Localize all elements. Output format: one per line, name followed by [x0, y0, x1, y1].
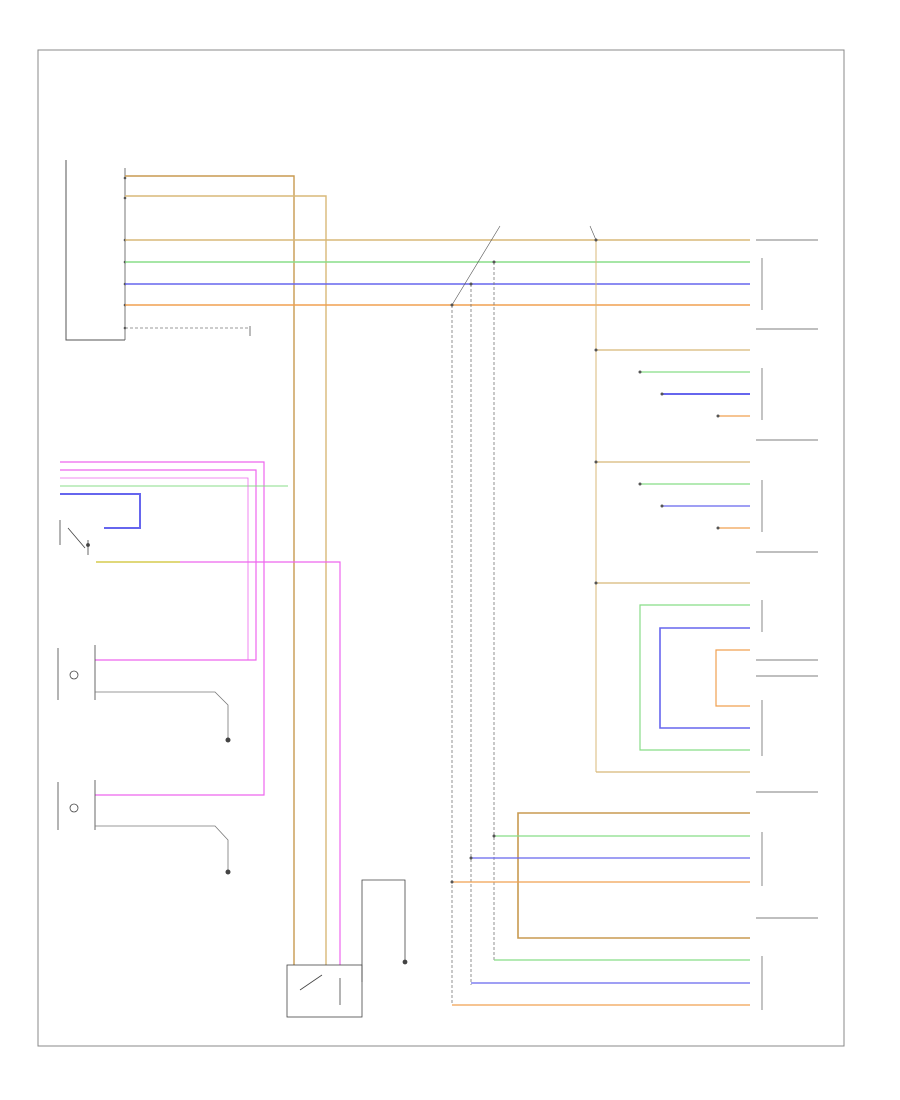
pink-circuit [60, 461, 341, 965]
vertical-wires [451, 225, 597, 1005]
wire-tan-2 [125, 195, 327, 965]
ground-symbols [225, 737, 231, 875]
lamp-branches [452, 349, 750, 1006]
hazard-switch [59, 520, 90, 555]
control-module [65, 160, 127, 341]
lamp-connectors [756, 258, 818, 1010]
sensor-1 [57, 645, 229, 738]
junction-dots [450, 238, 720, 884]
sensor-2 [57, 780, 229, 870]
master-switch [286, 879, 408, 1018]
bus-wires [125, 175, 750, 965]
wire-tan-1 [125, 175, 295, 965]
diagram-frame [37, 49, 845, 1047]
